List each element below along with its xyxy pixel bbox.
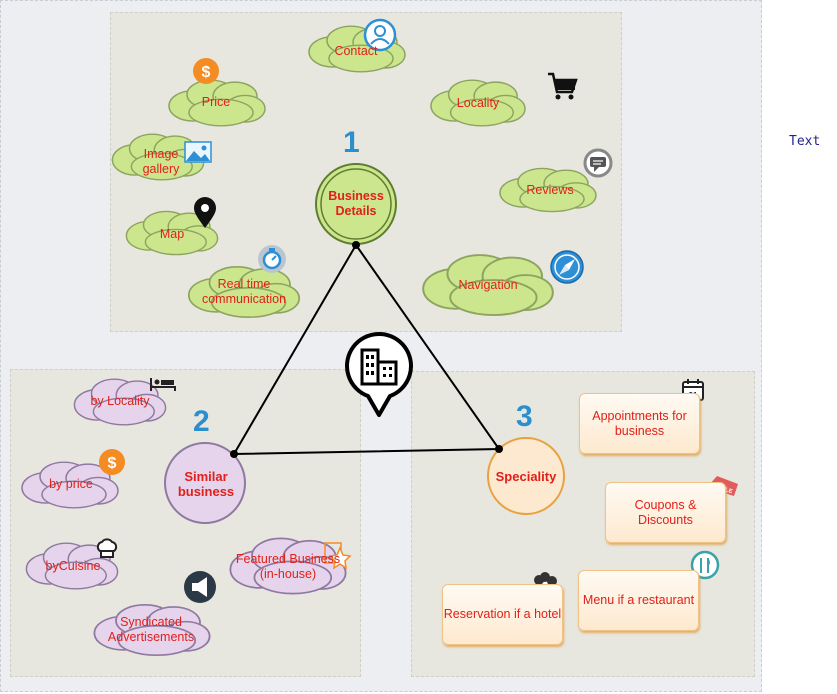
svg-text:$: $: [202, 64, 211, 81]
cloud-price: [168, 79, 266, 127]
dollar-coin-icon: $: [99, 449, 125, 475]
shopping-cart-icon: [548, 72, 578, 100]
office-building-marker-icon: [345, 331, 413, 417]
connector-dot-top: [352, 241, 360, 249]
hotel-bed-icon: [150, 378, 176, 391]
image-gallery-icon: [184, 141, 212, 163]
chef-hat-icon: [96, 538, 118, 558]
compass-icon: [550, 250, 584, 284]
hub-similar-business: [164, 442, 246, 524]
side-text-label[interactable]: Text: [789, 134, 821, 149]
cloud-syndicated: [93, 603, 211, 657]
section-number-2: 2: [193, 405, 210, 438]
section-number-1: 1: [343, 126, 360, 159]
cloud-real-time: [187, 265, 301, 319]
hub-business-details-ring: [320, 168, 392, 240]
appointments-box[interactable]: Appointments for business: [579, 393, 700, 454]
user-circle-icon: [363, 18, 397, 52]
appointments-label: Appointments for business: [592, 408, 687, 438]
dollar-coin-icon: $: [193, 58, 219, 84]
cloud-reviews: [499, 167, 597, 213]
coupons-box[interactable]: Coupons & Discounts: [605, 482, 726, 543]
cloud-navigation: [422, 253, 554, 317]
menu-label: Menu if a restaurant: [582, 593, 695, 607]
hub-business-details: [315, 163, 397, 245]
reservation-box[interactable]: Reservation if a hotel: [442, 584, 563, 645]
chat-bubble-icon: [583, 148, 613, 178]
cloud-locality: [430, 79, 526, 127]
cutlery-icon: [690, 550, 720, 580]
connector-triangle: [232, 243, 501, 456]
similar-business-panel: [10, 369, 361, 677]
hub-speciality: [487, 437, 565, 515]
connector-dot-right: [495, 445, 503, 453]
section-number-3: 3: [516, 400, 533, 433]
cloud-featured: [229, 537, 347, 595]
map-pin-icon: [194, 197, 216, 228]
menu-box[interactable]: Menu if a restaurant: [578, 570, 699, 631]
connector-dot-left: [230, 450, 238, 458]
featured-star-icon: [324, 542, 352, 570]
coupons-label: Coupons & Discounts: [634, 497, 697, 527]
megaphone-icon: [184, 571, 216, 603]
reservation-label: Reservation if a hotel: [443, 607, 562, 621]
svg-text:$: $: [108, 455, 117, 472]
stopwatch-icon: [258, 245, 286, 273]
